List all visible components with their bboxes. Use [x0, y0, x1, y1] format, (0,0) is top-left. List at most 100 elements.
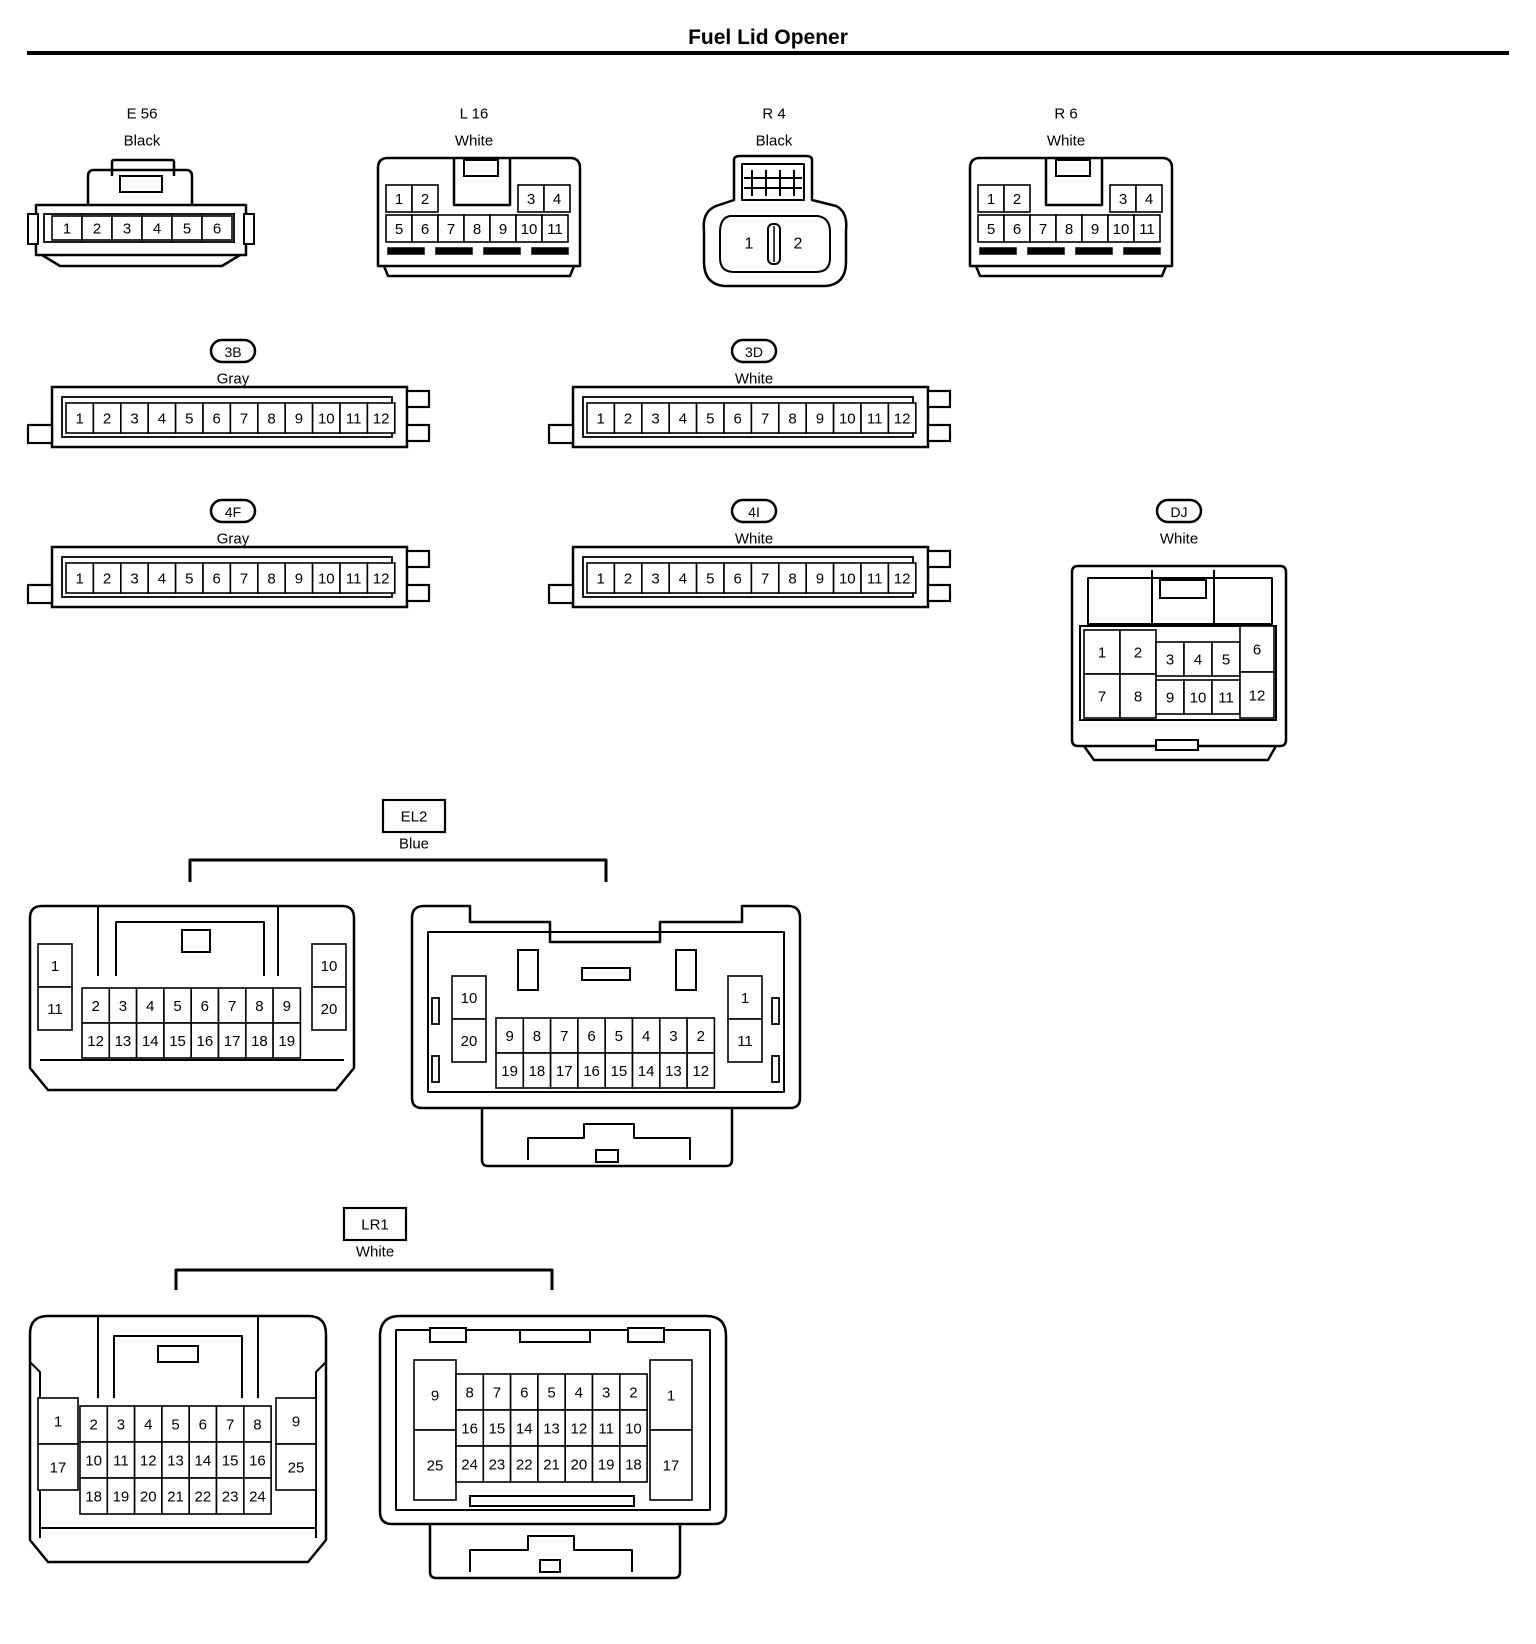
pin-cavity	[229, 562, 259, 594]
pin-number: 4	[153, 221, 161, 238]
pin-cavity	[256, 562, 286, 594]
pin-cavity	[727, 975, 763, 1020]
connector-color: Black	[756, 133, 793, 150]
pin-cavity	[1183, 641, 1213, 677]
pin-number: 8	[255, 998, 263, 1015]
pin-cavity	[860, 402, 890, 434]
pin-cavity	[1183, 679, 1213, 715]
pin-number: 10	[625, 1421, 642, 1438]
pin-number: 8	[1065, 221, 1073, 238]
pin-cavity	[1081, 214, 1109, 243]
pin-cavity	[887, 562, 917, 594]
pin-number: 11	[1218, 690, 1234, 707]
pin-number: 6	[1253, 642, 1261, 659]
pin-cavity	[604, 1052, 634, 1089]
pin-number: 7	[1098, 689, 1106, 706]
side-tab	[926, 549, 952, 569]
inner-frame	[427, 931, 785, 1093]
pin-cavity	[81, 1022, 111, 1059]
title-rule	[27, 51, 1509, 55]
pin-number: 7	[447, 221, 455, 238]
connector-id: 3B	[224, 344, 241, 360]
pin-number: 3	[602, 1385, 610, 1402]
pin-number: 1	[395, 191, 403, 208]
pin-number: 11	[547, 221, 563, 238]
pin-cavity	[120, 562, 150, 594]
pin-number: 5	[547, 1385, 555, 1402]
pin-number: 15	[489, 1421, 506, 1438]
pin-number: 1	[63, 221, 71, 238]
pin-cavity	[509, 1445, 539, 1483]
pin-number: 10	[1113, 221, 1130, 238]
pin-cavity	[1211, 641, 1241, 677]
pin-cavity	[618, 1373, 648, 1411]
latch-tab	[429, 1327, 467, 1343]
pin-number: 17	[224, 1033, 241, 1050]
latch-frame	[97, 906, 279, 976]
base-tab	[595, 1149, 619, 1163]
pin-cavity	[366, 562, 396, 594]
pin-number: 8	[267, 571, 275, 588]
pin-cavity	[1119, 629, 1157, 675]
pin-cavity	[79, 1477, 109, 1515]
pin-number: 2	[421, 191, 429, 208]
keyway	[1027, 247, 1065, 255]
connector-color: White	[735, 371, 773, 388]
pin-cavity	[640, 402, 670, 434]
base-hood	[480, 1108, 734, 1168]
pin-number: 8	[1134, 689, 1142, 706]
pin-cavity	[37, 943, 73, 988]
pin-cavity	[549, 1017, 579, 1054]
pin-cavity	[217, 987, 247, 1024]
pin-number: 2	[629, 1385, 637, 1402]
connector-id: 4F	[225, 504, 241, 520]
pin-cavity	[887, 402, 917, 434]
pin-cavity	[229, 402, 259, 434]
pin-cavity	[564, 1409, 594, 1447]
pin-cavity	[631, 1052, 661, 1089]
pin-number: 1	[741, 990, 749, 1007]
pin-number: 11	[346, 571, 362, 588]
pin-cavity	[977, 214, 1005, 243]
pin-number: 5	[1222, 652, 1230, 669]
keyway	[531, 247, 569, 255]
pin-number: 6	[199, 1417, 207, 1434]
pin-number: 6	[213, 411, 221, 428]
pin-number: 11	[867, 411, 883, 428]
pin-number: 9	[295, 571, 303, 588]
latch-post	[517, 949, 539, 991]
side-tab	[771, 1055, 780, 1083]
pin-cavity	[564, 1445, 594, 1483]
pin-number: 12	[571, 1421, 588, 1438]
pin-cavity	[451, 975, 487, 1020]
side-tab	[26, 583, 54, 605]
pin-cavity	[161, 1405, 190, 1443]
pin-number: 3	[669, 1028, 677, 1045]
base-tab	[539, 1559, 561, 1573]
keyway	[483, 247, 521, 255]
pin-cavity	[522, 1052, 552, 1089]
pin-number: 14	[638, 1063, 655, 1080]
pin-number: 4	[679, 411, 687, 428]
pin-number: 6	[734, 411, 742, 428]
pin-number: 9	[505, 1028, 513, 1045]
pin-number: 1	[76, 571, 84, 588]
pin-number: 20	[321, 1001, 338, 1018]
pin-number: 9	[816, 571, 824, 588]
pin-number: 4	[642, 1028, 650, 1045]
pin-number: 3	[651, 411, 659, 428]
pin-number: 10	[318, 571, 335, 588]
housing	[1070, 564, 1288, 748]
pin-number: 2	[794, 236, 803, 253]
side-tab	[243, 213, 255, 245]
housing-b	[410, 904, 802, 1110]
pin-number: 12	[373, 571, 390, 588]
side-tab	[771, 997, 780, 1025]
pin-number: 6	[520, 1385, 528, 1402]
pin-number: 2	[91, 998, 99, 1015]
pin-number: 10	[461, 990, 478, 1007]
